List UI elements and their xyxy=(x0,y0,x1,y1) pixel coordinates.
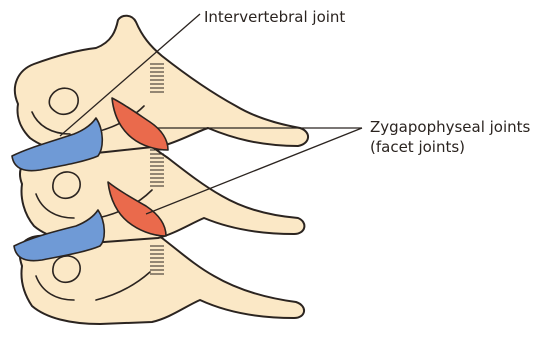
label-zygapophyseal-joints: Zygapophyseal joints xyxy=(370,118,530,137)
label-intervertebral-joint: Intervertebral joint xyxy=(204,8,345,27)
label-facet-joints: (facet joints) xyxy=(370,138,465,157)
